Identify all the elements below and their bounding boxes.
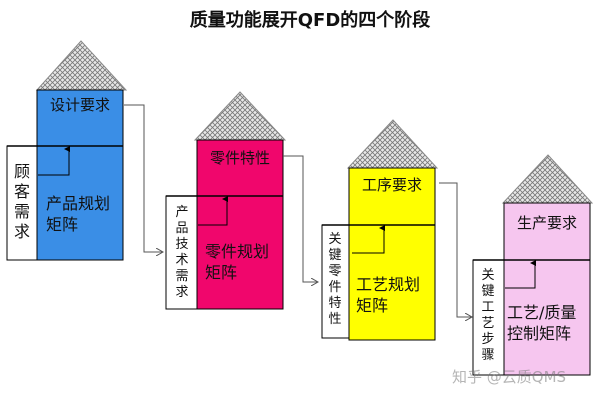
house-4-side-label: 关键工艺步骤 [481,268,495,363]
matrix-line: 控制矩阵 [507,324,572,343]
house-1-top-label: 设计要求 [49,96,110,114]
connector-2-3 [283,155,318,282]
matrix-line: 矩阵 [46,215,79,234]
house-2-side-label: 产品技术需求 [175,205,189,300]
house-2-side-box [165,195,198,310]
matrix-line: 矩阵 [356,296,389,315]
matrix-line: 工艺规划 [356,275,421,294]
house-4-roof [501,154,594,204]
house-4-top-label: 生产要求 [516,214,577,232]
house-1 [6,40,128,261]
watermark: 知乎 @云质QMS [452,368,567,386]
matrix-line: 零件规划 [205,242,270,261]
diagram-title: 质量功能展开QFD的四个阶段 [189,10,431,31]
house-3-roof [346,119,439,169]
matrix-line: 矩阵 [205,263,238,282]
house-3-side-label: 关键零件特性 [328,232,342,327]
house-2-inner-arrow [198,196,228,226]
house-2-top-label: 零件特性 [209,149,270,167]
house-1-side-label: 顾客需求 [13,162,30,241]
house-4-side-box [472,259,505,376]
house-1-roof [35,40,128,91]
connector-3-4 [439,182,472,317]
house-2 [165,91,287,310]
house-4 [472,154,594,376]
connector-1-2 [124,104,163,252]
house-4-inner-arrow [505,260,536,289]
house-1-inner-arrow [38,146,70,176]
matrix-line: 工艺/质量 [507,303,577,322]
house-3 [321,119,439,341]
matrix-line: 产品规划 [46,194,111,213]
house-2-roof [193,91,287,141]
house-3-matrix-label: 工艺规划矩阵 [356,274,420,316]
house-3-body [348,167,436,341]
house-4-matrix-label: 工艺/质量控制矩阵 [507,302,576,344]
house-4-body [503,202,591,376]
house-2-matrix-label: 零件规划矩阵 [205,241,269,283]
house-3-inner-arrow [352,225,385,254]
house-1-matrix-label: 产品规划矩阵 [46,193,110,235]
house-3-top-label: 工序要求 [361,176,422,194]
house-3-side-box [321,224,350,339]
